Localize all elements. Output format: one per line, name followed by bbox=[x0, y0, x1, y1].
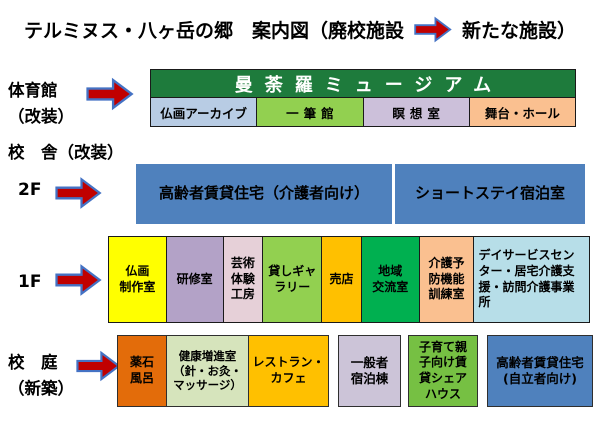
room-restaurant-cafe: レストラン・ カフェ bbox=[248, 336, 328, 406]
floor1-rooms-row: 仏画 制作室 研修室 芸術 体験 工房 貸しギャ ラリー 売店 地域 交流室 介… bbox=[108, 236, 590, 323]
title-text-before: テルミヌス・八ヶ岳の郷 案内図（廃校施設 bbox=[23, 19, 404, 42]
floor2-label: 2F bbox=[18, 180, 42, 200]
room-general-lodging: 一般者 宿泊棟 bbox=[338, 335, 401, 407]
title-text-after: 新たな施設） bbox=[462, 19, 577, 42]
room-butsuga-studio: 仏画 制作室 bbox=[109, 237, 166, 322]
school-building-label: 校 舎（改装） bbox=[8, 143, 124, 162]
room-art-workshop: 芸術 体験 工房 bbox=[222, 237, 263, 322]
room-senior-rental-independent: 高齢者賃貸住宅 (自立者向け) bbox=[487, 335, 593, 407]
museum-title: 曼荼羅ミュージアム bbox=[151, 70, 575, 98]
room-shop: 売店 bbox=[321, 237, 361, 322]
floor1-right-arrow-icon bbox=[55, 264, 102, 296]
floor1-label: 1F bbox=[18, 272, 42, 292]
room-short-stay: ショートステイ宿泊室 bbox=[395, 164, 585, 224]
museum-rooms-row: 仏画アーカイブ 一筆館 瞑想室 舞台・ホール bbox=[151, 98, 575, 126]
right-arrow-icon bbox=[414, 16, 452, 42]
room-family-sharehouse: 子育て親 子向け賃 貸シェア ハウス bbox=[408, 335, 478, 407]
room-stage-hall: 舞台・ホール bbox=[468, 98, 575, 126]
mandala-museum-block: 曼荼羅ミュージアム 仏画アーカイブ 一筆館 瞑想室 舞台・ホール bbox=[150, 69, 576, 127]
room-meditation: 瞑想室 bbox=[362, 98, 469, 126]
room-day-service-center: デイサービスセンター・居宅介護支援・訪問介護事業所 bbox=[473, 237, 589, 322]
page-title: テルミヌス・八ヶ岳の郷 案内図（廃校施設 新たな施設） bbox=[0, 12, 600, 46]
room-butsuga-archive: 仏画アーカイブ bbox=[151, 98, 257, 126]
gym-right-arrow-icon bbox=[86, 77, 134, 111]
room-community: 地域 交流室 bbox=[360, 237, 419, 322]
yard-label: 校 庭 （新築） bbox=[8, 353, 74, 399]
room-training: 研修室 bbox=[165, 237, 223, 322]
room-rental-gallery: 貸しギャ ラリー bbox=[262, 237, 322, 322]
floor2-right-arrow-icon bbox=[55, 177, 102, 209]
room-ippitsukan: 一筆館 bbox=[256, 98, 363, 126]
room-stone-bath: 薬石 風呂 bbox=[118, 336, 166, 406]
gym-label: 体育館 （改装） bbox=[8, 81, 74, 127]
room-care-prevention: 介護予 防機能 訓練室 bbox=[418, 237, 474, 322]
yard-right-arrow-icon bbox=[76, 350, 121, 382]
room-health-promotion: 健康増進室 （針・お灸・ マッサージ） bbox=[166, 336, 248, 406]
room-senior-rental-care: 高齢者賃貸住宅（介護者向け） bbox=[136, 164, 392, 224]
yard-rooms-group: 薬石 風呂 健康増進室 （針・お灸・ マッサージ） レストラン・ カフェ bbox=[117, 335, 329, 407]
